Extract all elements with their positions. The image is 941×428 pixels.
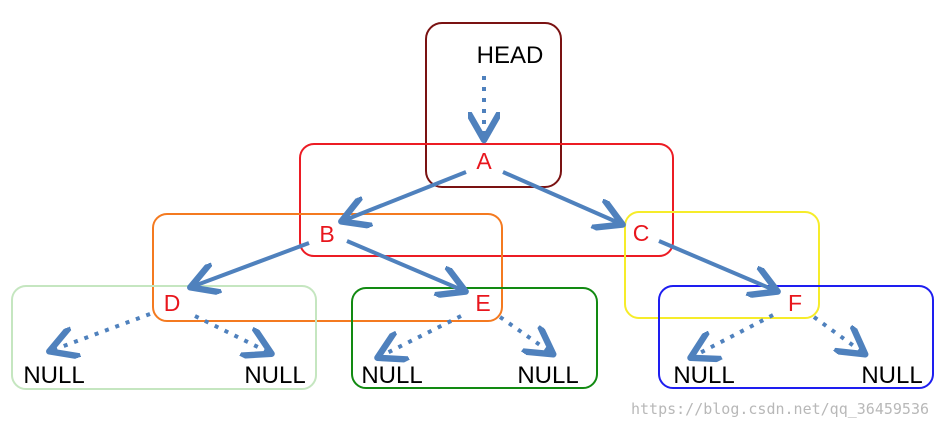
null-label-e-left: NULL [361, 362, 422, 389]
null-label-e-right: NULL [517, 362, 578, 389]
edge-d-null-left [53, 312, 151, 350]
node-f-label: F [788, 290, 802, 316]
node-b-label: B [319, 221, 334, 247]
node-d-label: D [164, 290, 181, 316]
node-c-label: C [633, 220, 650, 246]
null-label-f-left: NULL [673, 362, 734, 389]
head-label: HEAD [477, 42, 544, 69]
node-e-box [351, 287, 598, 389]
node-d-box [11, 285, 317, 390]
null-label-d-left: NULL [23, 362, 84, 389]
edge-d-null-right [194, 314, 268, 352]
edge-b-d [194, 241, 310, 286]
null-label-d-right: NULL [244, 362, 305, 389]
watermark: https://blog.csdn.net/qq_36459536 [631, 400, 929, 418]
edge-f-null-left [694, 313, 774, 356]
node-c-box [624, 211, 820, 319]
node-e-label: E [475, 290, 490, 316]
edge-c-f [658, 239, 774, 290]
node-b-box [152, 213, 503, 322]
node-f-box [658, 285, 934, 389]
node-a-box [299, 143, 674, 257]
edge-e-null-left [381, 314, 462, 356]
edge-b-e [346, 239, 462, 290]
edge-e-null-right [498, 315, 550, 352]
edge-f-null-right [812, 315, 862, 352]
null-label-f-right: NULL [861, 362, 922, 389]
edge-a-b [345, 170, 467, 220]
edge-a-c [502, 170, 619, 223]
node-a-label: A [476, 148, 492, 174]
head-box [425, 22, 562, 188]
